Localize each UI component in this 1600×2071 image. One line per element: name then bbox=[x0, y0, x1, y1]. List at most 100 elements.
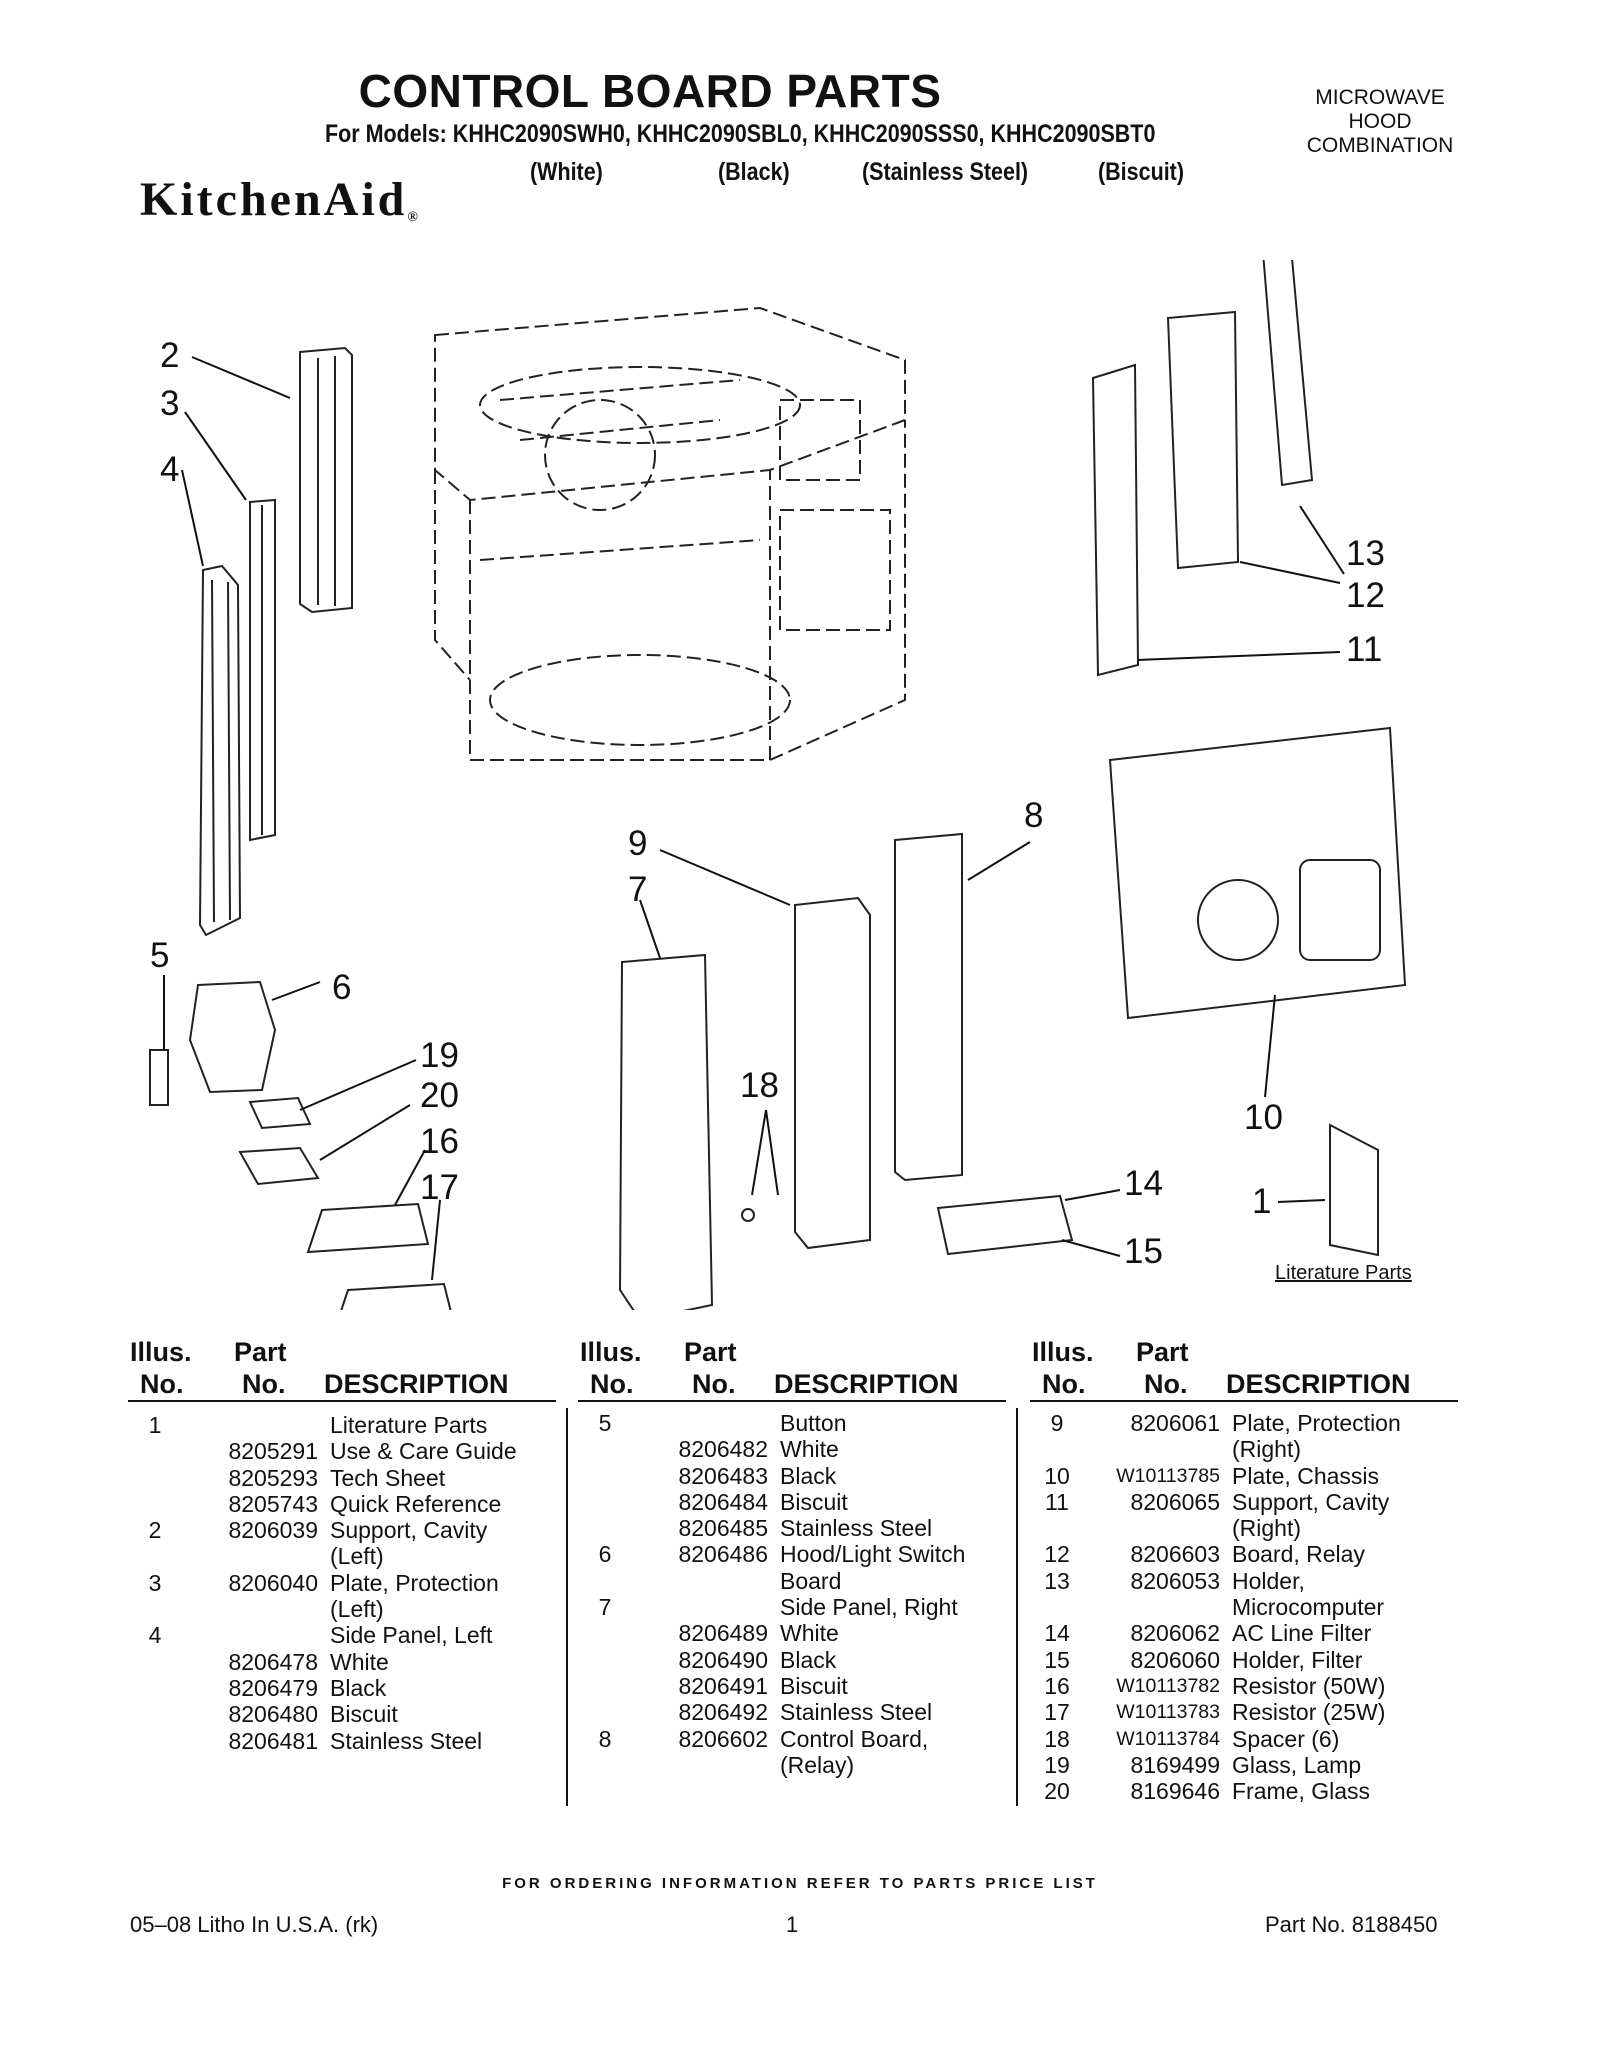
part-description: (Right) bbox=[1232, 1515, 1302, 1542]
header-desc-2: DESCRIPTION bbox=[774, 1369, 959, 1399]
part-18-drawing bbox=[741, 1208, 755, 1222]
color-stainless: (Stainless Steel) bbox=[862, 158, 1029, 186]
part-description: Support, Cavity bbox=[330, 1517, 488, 1544]
part-description: Resistor (50W) bbox=[1232, 1672, 1386, 1699]
part-number: 8206486 bbox=[678, 1541, 768, 1568]
illus-number: 7 bbox=[598, 1594, 612, 1621]
part-description: Holder, Filter bbox=[1232, 1646, 1363, 1673]
part-description: Board bbox=[780, 1567, 842, 1594]
table-row: Microcomputer bbox=[1030, 1594, 1458, 1620]
callout-7: 7 bbox=[628, 870, 648, 909]
part-number: 8206483 bbox=[678, 1462, 768, 1489]
part-number: 8206065 bbox=[1130, 1488, 1220, 1515]
part-number: 8206053 bbox=[1130, 1567, 1220, 1594]
part-number: 8206062 bbox=[1130, 1620, 1220, 1647]
part-description: Control Board, bbox=[780, 1725, 929, 1752]
part-description: Side Panel, Left bbox=[330, 1622, 493, 1649]
part-number: 8206039 bbox=[228, 1517, 318, 1544]
part-description: Frame, Glass bbox=[1232, 1778, 1371, 1805]
part-4-drawing bbox=[198, 564, 242, 937]
part-number: 8206478 bbox=[228, 1648, 318, 1675]
illus-number: 18 bbox=[1044, 1725, 1070, 1752]
part-number: 8206491 bbox=[678, 1672, 768, 1699]
part-19-drawing bbox=[248, 1096, 312, 1130]
column-divider-1 bbox=[566, 1408, 568, 1806]
part-12-drawing bbox=[1166, 310, 1240, 570]
part-description: Button bbox=[780, 1410, 847, 1436]
part-number: 8206061 bbox=[1130, 1410, 1220, 1436]
category-line-1: MICROWAVE bbox=[1315, 86, 1445, 109]
part-number: W10113785 bbox=[1116, 1464, 1220, 1487]
part-description: Plate, Chassis bbox=[1232, 1462, 1380, 1489]
part-description: White bbox=[780, 1620, 839, 1647]
part-number: 8206492 bbox=[678, 1699, 768, 1726]
leader-lines bbox=[163, 356, 1345, 1281]
header-desc-3: DESCRIPTION bbox=[1226, 1369, 1411, 1399]
part-number: 8206602 bbox=[678, 1725, 768, 1752]
part-description: (Left) bbox=[330, 1543, 384, 1570]
product-category: MICROWAVE HOOD COMBINATION bbox=[1270, 86, 1490, 158]
part-9-drawing bbox=[794, 896, 871, 1250]
part-description: White bbox=[780, 1436, 839, 1463]
part-description: Biscuit bbox=[780, 1672, 848, 1699]
part-description: Microcomputer bbox=[1232, 1594, 1385, 1621]
callout-20: 20 bbox=[420, 1076, 459, 1115]
cavity-frame bbox=[434, 306, 906, 761]
part-description: Quick Reference bbox=[330, 1490, 502, 1517]
part-description: Plate, Protection bbox=[330, 1569, 499, 1596]
callout-15: 15 bbox=[1124, 1232, 1163, 1271]
model-list: For Models: KHHC2090SWH0, KHHC2090SBL0, … bbox=[325, 120, 1156, 148]
illus-number: 9 bbox=[1050, 1410, 1064, 1436]
registered-mark: ® bbox=[407, 210, 418, 225]
illus-number: 12 bbox=[1044, 1541, 1070, 1568]
part-number: 8206490 bbox=[678, 1646, 768, 1673]
category-line-3: COMBINATION bbox=[1306, 134, 1454, 157]
column-divider-2 bbox=[1016, 1408, 1018, 1806]
table-row: 7 Side Panel, Right bbox=[578, 1594, 1006, 1620]
brand-logo: KitchenAid® bbox=[140, 172, 418, 227]
part-number: 8206479 bbox=[228, 1674, 318, 1701]
part-6-drawing bbox=[188, 980, 277, 1094]
header-illus-no-3: No. bbox=[1042, 1369, 1086, 1399]
table-row: 8206492 Stainless Steel bbox=[578, 1699, 1006, 1725]
part-number: 8205291 bbox=[228, 1438, 318, 1465]
illus-number: 13 bbox=[1044, 1567, 1070, 1594]
litho-info: 05–08 Litho In U.S.A. (rk) bbox=[130, 1912, 379, 1937]
callout-19: 19 bbox=[420, 1036, 459, 1075]
part-description: (Left) bbox=[330, 1596, 384, 1623]
callout-17: 17 bbox=[420, 1168, 459, 1207]
part-7-drawing bbox=[618, 953, 714, 1310]
header-illus-2: Illus. bbox=[580, 1337, 642, 1367]
part-13-drawing bbox=[1262, 260, 1314, 487]
callout-10: 10 bbox=[1244, 1098, 1283, 1137]
illus-number: 11 bbox=[1045, 1488, 1069, 1515]
color-biscuit: (Biscuit) bbox=[1098, 158, 1184, 186]
part-description: Stainless Steel bbox=[780, 1699, 933, 1726]
part-description: Side Panel, Right bbox=[780, 1594, 958, 1621]
category-line-2: HOOD bbox=[1348, 110, 1412, 133]
table-row: (Relay) bbox=[578, 1752, 1006, 1778]
part-number: 8206489 bbox=[678, 1620, 768, 1647]
part-description: (Right) bbox=[1232, 1436, 1302, 1463]
header-illus-3: Illus. bbox=[1032, 1337, 1094, 1367]
illus-number: 5 bbox=[598, 1410, 612, 1436]
brand-name: KitchenAid bbox=[140, 173, 408, 226]
part-description: Hood/Light Switch bbox=[780, 1541, 966, 1568]
callout-12: 12 bbox=[1346, 576, 1385, 615]
illus-number: 3 bbox=[148, 1569, 162, 1596]
